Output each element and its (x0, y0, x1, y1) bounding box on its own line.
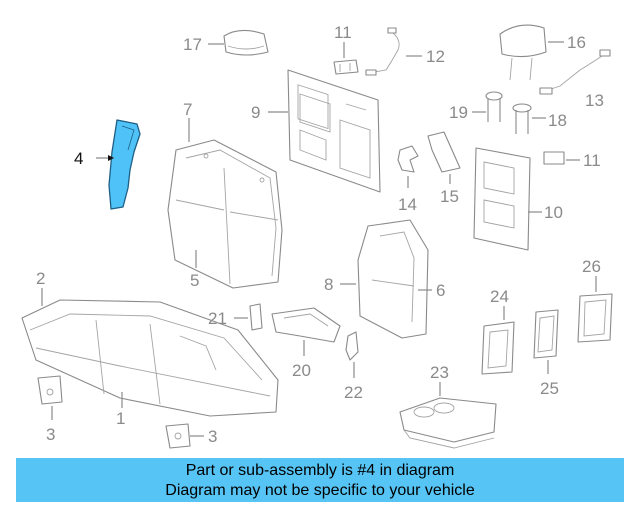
banner-line-2: Diagram may not be specific to your vehi… (165, 482, 475, 499)
part-10-back-panel[interactable] (473, 147, 531, 251)
part-14-bracket[interactable] (397, 145, 419, 173)
label-3b: 3 (208, 427, 217, 446)
label-6: 6 (436, 281, 445, 300)
part-11-clip-right[interactable] (543, 151, 565, 165)
label-11b: 11 (583, 151, 601, 170)
part-22-hook[interactable] (345, 331, 359, 361)
part-21-pin[interactable] (249, 303, 263, 331)
part-15-latch-cover[interactable] (427, 131, 461, 173)
label-21: 21 (208, 309, 227, 328)
part-11-clip-top[interactable] (333, 59, 359, 75)
label-8: 8 (324, 275, 333, 294)
arrow-4 (108, 155, 114, 161)
part-9-back-frame[interactable] (287, 69, 381, 193)
label-24: 24 (490, 287, 509, 306)
part-20-hinge-bracket[interactable] (271, 307, 341, 343)
label-12: 12 (426, 47, 445, 66)
label-26: 26 (582, 257, 601, 276)
part-6-side-back[interactable] (357, 219, 429, 339)
label-9: 9 (251, 103, 260, 122)
part-25-trim-panel[interactable] (533, 309, 559, 359)
label-11a: 11 (334, 23, 352, 42)
part-1-seat-cushion[interactable] (21, 299, 279, 417)
label-3a: 3 (46, 425, 55, 444)
label-7: 7 (183, 100, 192, 119)
part-19-guide[interactable] (485, 91, 503, 122)
label-20: 20 (292, 361, 311, 380)
parts-diagram: 4 7 5 9 17 11 12 (21, 23, 613, 449)
label-14: 14 (398, 195, 417, 214)
label-4: 4 (74, 149, 83, 168)
part-17-headrest[interactable] (223, 29, 269, 56)
info-banner: Part or sub-assembly is #4 in diagram Di… (16, 458, 624, 502)
part-18-guide[interactable] (512, 103, 532, 134)
label-15: 15 (440, 187, 459, 206)
label-18: 18 (548, 111, 567, 130)
label-23: 23 (430, 363, 449, 382)
label-25: 25 (540, 379, 559, 398)
label-5: 5 (190, 271, 199, 290)
part-4-side-bolster[interactable] (108, 119, 141, 210)
part-26-trim-panel[interactable] (577, 293, 613, 343)
label-1: 1 (116, 409, 125, 428)
label-16: 16 (567, 33, 586, 52)
part-5-seat-back[interactable] (167, 139, 283, 289)
label-22: 22 (344, 383, 363, 402)
part-12-cable[interactable] (365, 27, 400, 76)
part-13-cable[interactable] (539, 49, 611, 95)
label-13: 13 (585, 91, 604, 110)
label-2: 2 (36, 269, 45, 288)
part-16-headrest[interactable] (499, 24, 547, 81)
part-3-hook-right[interactable] (165, 423, 191, 449)
label-10: 10 (544, 203, 563, 222)
label-19: 19 (449, 103, 468, 122)
part-3-hook-left[interactable] (37, 375, 63, 405)
part-24-trim-panel[interactable] (481, 321, 515, 375)
banner-line-1: Part or sub-assembly is #4 in diagram (185, 462, 455, 479)
part-23-armrest[interactable] (399, 397, 497, 449)
label-17: 17 (183, 35, 202, 54)
